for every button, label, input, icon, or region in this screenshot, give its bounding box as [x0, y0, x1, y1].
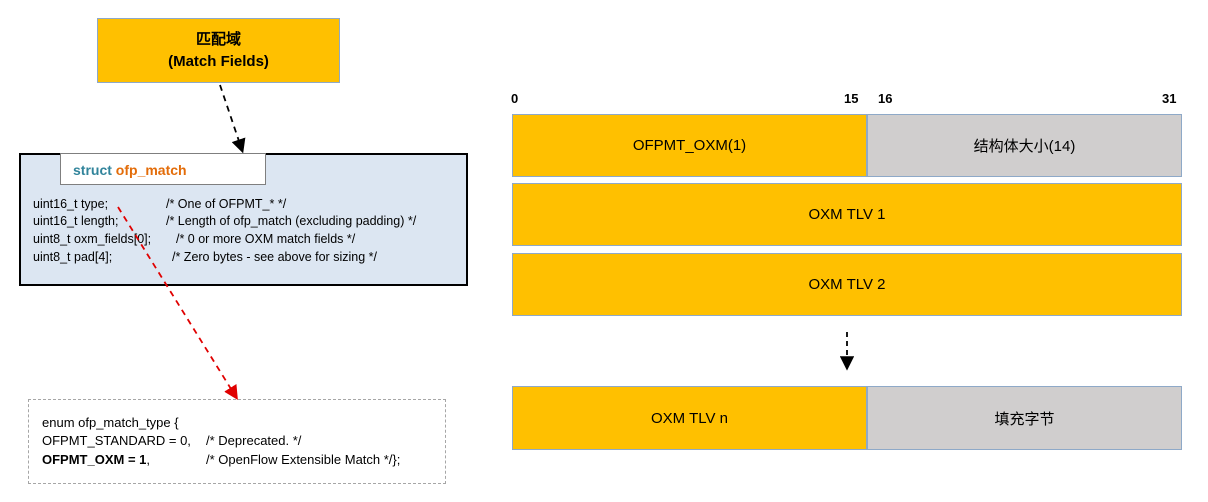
enum-comment: /* Deprecated. */ [206, 433, 302, 448]
enum-comment: /* OpenFlow Extensible Match */}; [206, 452, 401, 467]
struct-line-pad: uint8_t pad[4]; /* Zero bytes - see abov… [33, 249, 377, 265]
struct-comment: /* 0 or more OXM match fields */ [176, 232, 356, 246]
match-fields-title-cn: 匹配域 [195, 30, 241, 48]
struct-size-field: 结构体大小(14) [867, 114, 1182, 177]
struct-comment: /* Zero bytes - see above for sizing */ [172, 250, 377, 264]
arrow-match-to-struct [219, 84, 246, 154]
struct-line-type: uint16_t type; /* One of OFPMT_* */ [33, 196, 286, 212]
ofpmt-oxm-field: OFPMT_OXM(1) [512, 114, 867, 177]
struct-title: struct ofp_match [60, 153, 266, 185]
bit-label-31: 31 [1162, 91, 1177, 106]
match-fields-title-en: (Match Fields) [168, 52, 269, 70]
struct-decl: uint8_t pad[4]; [33, 250, 113, 264]
bit-label-16: 16 [878, 91, 893, 106]
struct-decl: uint16_t type; [33, 197, 109, 211]
struct-keyword: struct [73, 162, 112, 178]
bit-label-0: 0 [511, 91, 519, 106]
enum-decl: OFPMT_STANDARD = 0, [42, 433, 191, 448]
arrow-type-to-enum [117, 206, 238, 401]
padding-bytes-field: 填充字节 [867, 386, 1182, 450]
oxm-tlv-2-row: OXM TLV 2 [512, 253, 1182, 316]
match-fields-box: 匹配域 (Match Fields) [97, 18, 340, 83]
enum-decl-bold: OFPMT_OXM = 1 [42, 452, 147, 467]
struct-line-oxm-fields: uint8_t oxm_fields[0]; /* 0 or more OXM … [33, 231, 355, 247]
struct-line-length: uint16_t length; /* Length of ofp_match … [33, 213, 416, 229]
struct-name: ofp_match [115, 162, 187, 178]
oxm-tlv-1-row: OXM TLV 1 [512, 183, 1182, 246]
enum-line-oxm: OFPMT_OXM = 1, /* OpenFlow Extensible Ma… [42, 451, 400, 469]
enum-header: enum ofp_match_type { [42, 415, 179, 430]
struct-comment: /* One of OFPMT_* */ [166, 197, 287, 211]
enum-definition-box [28, 399, 446, 484]
bit-label-15: 15 [844, 91, 859, 106]
enum-decl-rest: , [146, 452, 151, 467]
enum-line-standard: OFPMT_STANDARD = 0, /* Deprecated. */ [42, 432, 301, 450]
struct-comment: /* Length of ofp_match (excluding paddin… [166, 214, 417, 228]
struct-decl: uint16_t length; [33, 214, 119, 228]
oxm-tlv-n-field: OXM TLV n [512, 386, 867, 450]
struct-decl: uint8_t oxm_fields[0]; [33, 232, 152, 246]
